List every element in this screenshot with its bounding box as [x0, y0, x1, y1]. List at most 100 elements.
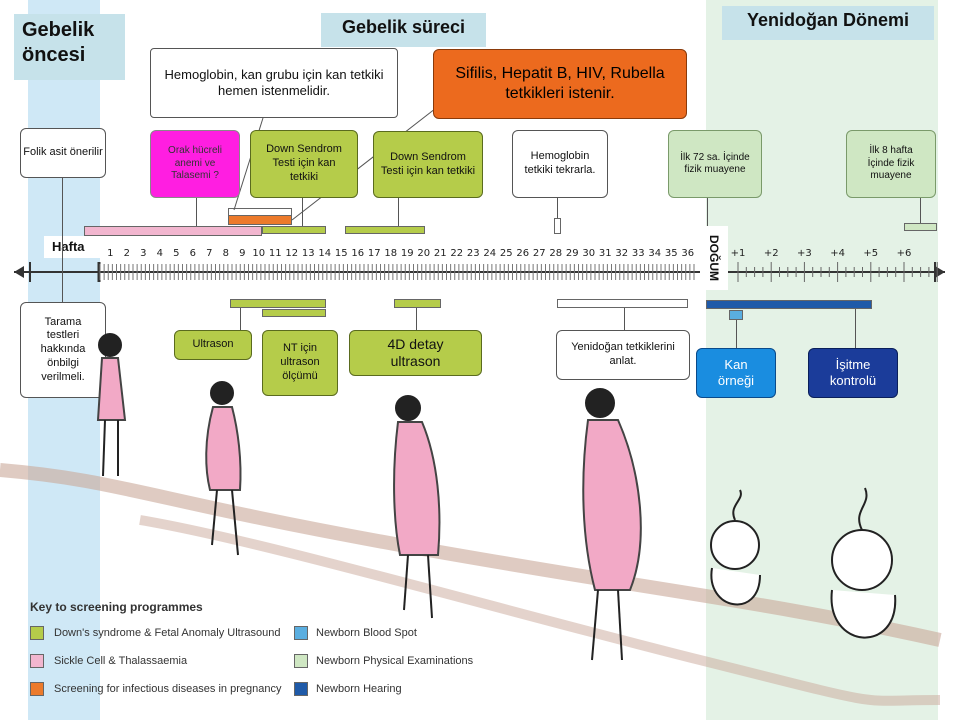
connector-down2 [398, 198, 399, 226]
baby-figure-1 [710, 489, 761, 606]
box-sickle: Orak hücreli anemi ve Talasemi ? [150, 130, 240, 198]
week-tick-label: 30 [582, 248, 595, 259]
woman-figure-2 [205, 381, 242, 556]
box-ultrason: Ultrason [174, 330, 252, 360]
bar-down2 [345, 226, 425, 234]
header-pre-pregnancy: Gebelik öncesi [14, 14, 125, 80]
box-newborn-tests: Yenidoğan tetkiklerini anlat. [556, 330, 690, 380]
bar-exam8w [904, 223, 937, 231]
post-week-tick-label: +2 [764, 248, 779, 259]
box-folik: Folik asit önerilir [20, 128, 106, 178]
week-tick-label: 22 [450, 248, 463, 259]
key-label-down: Down's syndrome & Fetal Anomaly Ultrasou… [54, 627, 281, 639]
key-swatch-sickle [30, 654, 44, 668]
bar-ultrason [230, 299, 326, 308]
connector-infectious [291, 104, 441, 221]
box-nt: NT için ultrason ölçümü [262, 330, 338, 396]
week-tick-label: 16 [351, 248, 364, 259]
week-tick-label: 7 [206, 248, 212, 259]
header-newborn: Yenidoğan Dönemi [722, 6, 934, 40]
key-swatch-blood-spot [294, 626, 308, 640]
header-pregnancy: Gebelik süreci [321, 13, 486, 47]
key-label-hearing: Newborn Hearing [316, 683, 402, 695]
connector-tarama [62, 272, 63, 302]
post-week-tick-label: +6 [897, 248, 912, 259]
connector-hearing [855, 309, 856, 349]
baby-figure-2 [830, 487, 897, 639]
key-label-sickle: Sickle Cell & Thalassaemia [54, 655, 188, 667]
connector-newborn-tests [624, 308, 625, 330]
week-tick-label: 17 [368, 248, 381, 259]
box-hemoglobin-repeat: Hemoglobin tetkiki tekrarla. [512, 130, 608, 198]
bar-newborn-tests [557, 299, 688, 308]
week-tick-label: 31 [599, 248, 612, 259]
woman-figure-1 [96, 333, 127, 477]
key-swatch-hearing [294, 682, 308, 696]
birth-label: DOĞUM [700, 226, 728, 290]
week-tick-label: 28 [549, 248, 562, 259]
week-tick-label: 20 [417, 248, 430, 259]
week-tick-label: 4 [157, 248, 163, 259]
box-down1: Down Sendrom Testi için kan tetkiki [250, 130, 358, 198]
week-tick-label: 15 [335, 248, 348, 259]
week-tick-label: 9 [239, 248, 245, 259]
week-tick-label: 29 [566, 248, 579, 259]
connector-folik [62, 178, 63, 272]
path-road-2 [139, 515, 941, 706]
connector-hemoglobin-repeat [557, 198, 558, 218]
post-week-ticks: +1 +2 +3 +4 +5 +6 [731, 248, 938, 282]
bar-nt [262, 309, 326, 317]
bar-4d [394, 299, 441, 308]
woman-figure-3 [393, 395, 441, 619]
week-tick-label: 35 [665, 248, 678, 259]
post-week-tick-label: +1 [731, 248, 746, 259]
week-tick-label: 12 [285, 248, 298, 259]
post-week-tick-label: +4 [830, 248, 845, 259]
box-blood-sample: Kan örneği [696, 348, 776, 398]
week-tick-label: 11 [269, 248, 282, 259]
week-tick-label: 13 [302, 248, 315, 259]
box-hearing: İşitme kontrolü [808, 348, 898, 398]
connector-4d [416, 308, 417, 330]
bar-down1 [262, 226, 326, 234]
week-tick-label: 26 [516, 248, 529, 259]
key-swatch-infectious [30, 682, 44, 696]
post-week-tick-label: +5 [863, 248, 878, 259]
axis-arrow-left [14, 266, 24, 278]
week-tick-label: 23 [467, 248, 480, 259]
week-tick-label: 36 [681, 248, 694, 259]
week-ticks [99, 264, 695, 280]
week-tick-label: 1 [107, 248, 113, 259]
bar-blood-spot [729, 310, 743, 320]
key-label-physical: Newborn Physical Examinations [316, 655, 474, 667]
week-label: Hafta [44, 236, 100, 258]
week-tick-label: 2 [124, 248, 130, 259]
box-exam8w: İlk 8 hafta İçinde fizik muayene [846, 130, 936, 198]
week-tick-label: 10 [252, 248, 265, 259]
woman-figure-4 [582, 388, 642, 661]
week-tick-label: 3 [140, 248, 146, 259]
week-tick-label: 5 [173, 248, 179, 259]
key-swatch-down [30, 626, 44, 640]
box-4d: 4D detay ultrason [349, 330, 482, 376]
key-label-blood-spot: Newborn Blood Spot [316, 627, 417, 639]
week-tick-label: 33 [632, 248, 645, 259]
key-swatch-physical [294, 654, 308, 668]
week-tick-label: 21 [434, 248, 447, 259]
week-tick-label: 24 [483, 248, 496, 259]
bar-blood-white [228, 208, 292, 216]
week-tick-label: 8 [223, 248, 229, 259]
box-exam72: İlk 72 sa. İçinde fizik muayene [668, 130, 762, 198]
week-tick-label: 25 [500, 248, 513, 259]
week-tick-label: 34 [648, 248, 661, 259]
box-tarama: Tarama testleri hakkında önbilgi verilme… [20, 302, 106, 398]
connector-ultrason [240, 308, 241, 330]
key-title: Key to screening programmes [30, 600, 203, 614]
box-infectious: Sifilis, Hepatit B, HIV, Rubella tetkikl… [433, 49, 687, 119]
week-tick-label: 32 [615, 248, 628, 259]
connector-exam72 [707, 198, 708, 226]
post-week-tick-label: +3 [797, 248, 812, 259]
bar-hearing [706, 300, 872, 309]
